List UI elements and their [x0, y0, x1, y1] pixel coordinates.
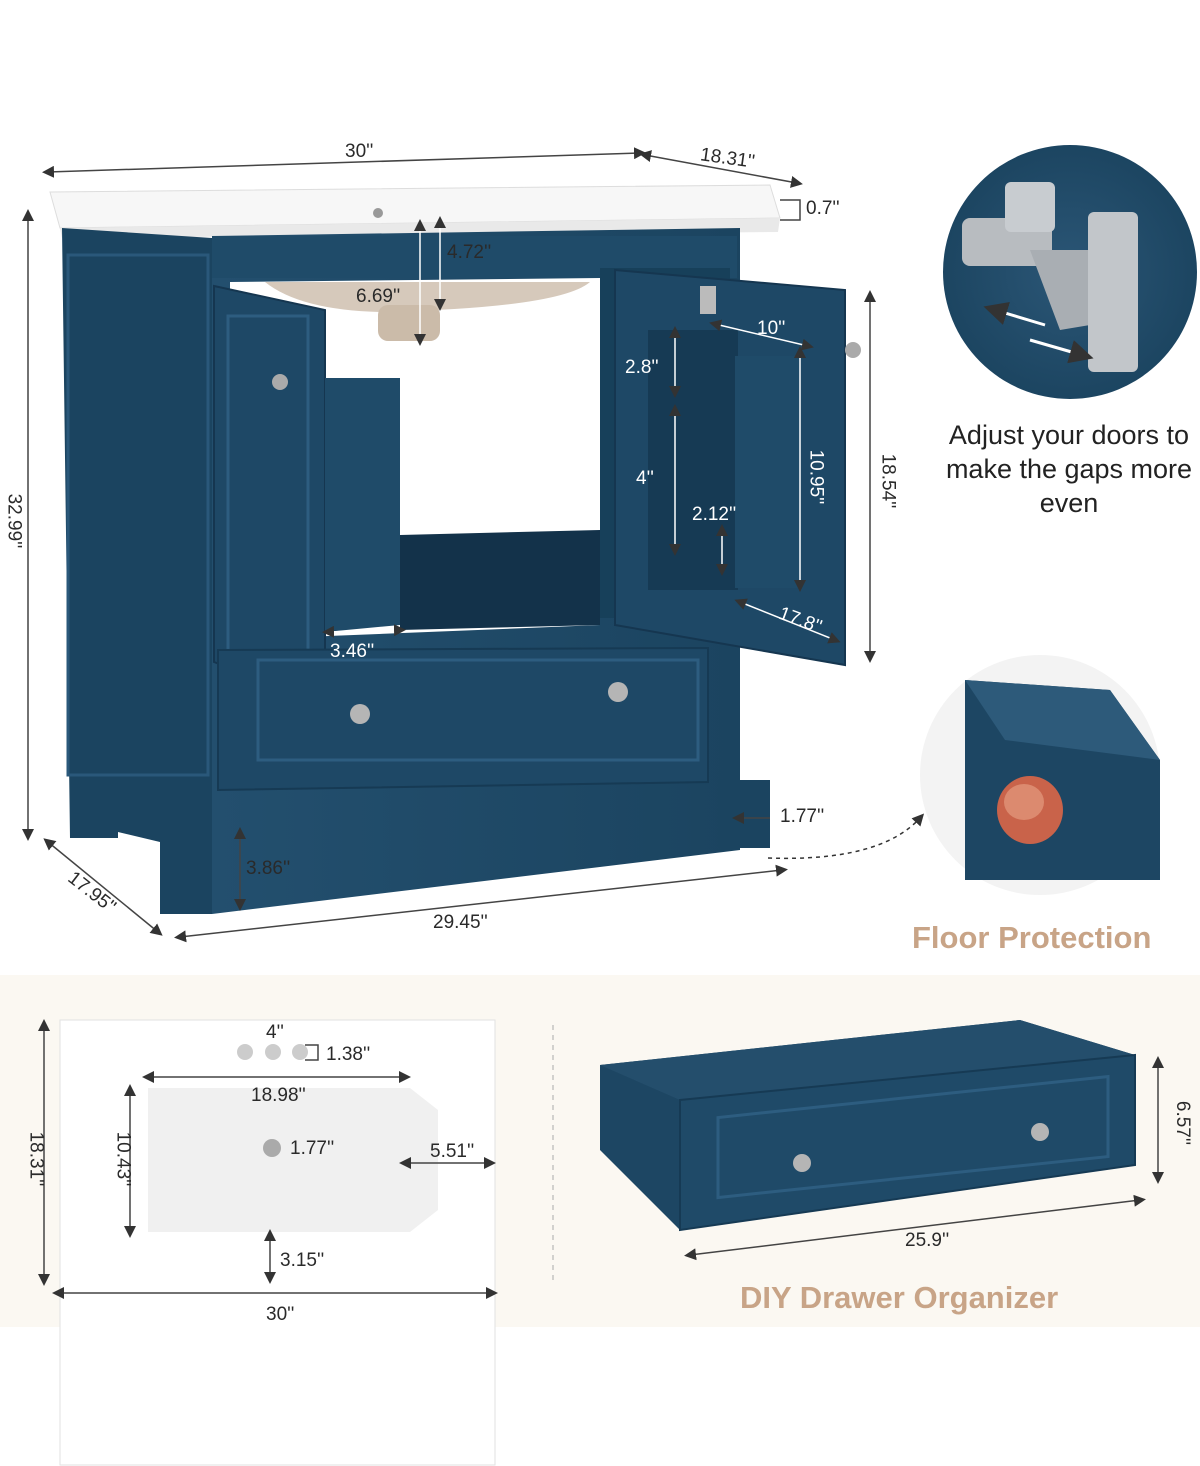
drain-size-label: 1.77'' — [290, 1138, 335, 1159]
shelf-gap-top-label: 2.8'' — [625, 357, 659, 378]
height-label: 32.99'' — [3, 493, 25, 549]
leg-height-label: 3.86'' — [246, 858, 291, 879]
sink-width-label: 30'' — [266, 1304, 295, 1325]
cabinet-height-label: 18.54'' — [877, 453, 899, 509]
shelf-width-label: 10'' — [757, 318, 786, 339]
drawer-height-label: 6.57'' — [1172, 1100, 1194, 1146]
drain-depth-label: 6.69'' — [356, 286, 401, 307]
basin-length-label: 10.43'' — [112, 1131, 134, 1187]
sink-depth-label: 18.31'' — [25, 1131, 47, 1187]
drawer-organizer-label: DIY Drawer Organizer — [740, 1280, 1059, 1315]
top-thickness-label: 0.7'' — [806, 198, 840, 219]
width-label: 30'' — [345, 141, 374, 162]
side-margin-label: 5.51'' — [430, 1141, 475, 1162]
basin-depth-label: 4.72'' — [447, 242, 492, 263]
base-width-label: 29.45'' — [433, 912, 488, 933]
left-panel-depth-label: 3.46'' — [330, 641, 375, 662]
drawer-width-label: 25.9'' — [905, 1230, 950, 1251]
front-margin-label: 3.15'' — [280, 1250, 325, 1271]
leg-width-label: 1.77'' — [780, 806, 825, 827]
faucet-spacing-label: 4'' — [266, 1022, 284, 1043]
shelf-gap-mid-label: 4'' — [636, 468, 654, 489]
floor-protection-label: Floor Protection — [912, 920, 1152, 955]
shelf-gap-bottom-label: 2.12'' — [692, 504, 737, 525]
basin-width-label: 18.98'' — [251, 1085, 306, 1106]
door-inner-height-label: 10.95'' — [805, 449, 827, 505]
hinge-caption: Adjust your doors to make the gaps more … — [945, 420, 1193, 518]
hole-offset-label: 1.38'' — [326, 1044, 371, 1065]
